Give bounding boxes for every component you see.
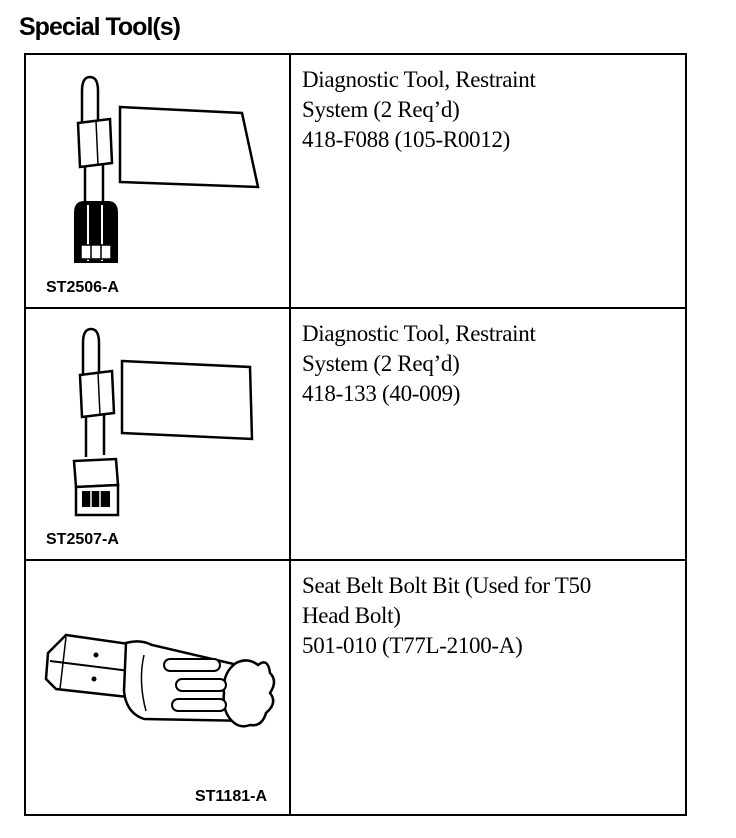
tool-description-line: System (2 Req’d) — [302, 351, 460, 376]
tool-illustration-cell: ST1181-A — [24, 559, 291, 816]
tool-part-number: 418-F088 (105-R0012) — [302, 127, 511, 152]
tool-description-cell: Diagnostic Tool, Restraint System (2 Req… — [289, 53, 687, 309]
tool-description-line: Diagnostic Tool, Restraint — [302, 321, 536, 346]
table-row: ST2507-A Diagnostic Tool, Restraint Syst… — [24, 307, 687, 561]
tool-description-line: Head Bolt) — [302, 603, 401, 628]
table-row: ST1181-A Seat Belt Bolt Bit (Used for T5… — [24, 559, 687, 816]
tool-description-cell: Diagnostic Tool, Restraint System (2 Req… — [289, 307, 687, 561]
tool-description-line: Diagnostic Tool, Restraint — [302, 67, 536, 92]
tool-description-line: Seat Belt Bolt Bit (Used for T50 — [302, 573, 591, 598]
tool-description-cell: Seat Belt Bolt Bit (Used for T50 Head Bo… — [289, 559, 687, 816]
restraint-diagnostic-tool-icon — [74, 75, 260, 263]
tool-part-number: 418-133 (40-009) — [302, 381, 461, 406]
tool-code: ST2507-A — [46, 531, 119, 548]
page-title: Special Tool(s) — [19, 13, 181, 41]
tool-code: ST1181-A — [194, 788, 267, 805]
restraint-diagnostic-tool-icon — [72, 327, 254, 517]
special-tools-table: ST2506-A Diagnostic Tool, Restraint Syst… — [24, 53, 687, 816]
tool-illustration-cell: ST2506-A — [24, 53, 291, 309]
table-row: ST2506-A Diagnostic Tool, Restraint Syst… — [24, 53, 687, 309]
tool-illustration-cell: ST2507-A — [24, 307, 291, 561]
torx-bit-icon — [44, 633, 276, 728]
tool-part-number: 501-010 (T77L-2100-A) — [302, 633, 523, 658]
tool-description-line: System (2 Req’d) — [302, 97, 460, 122]
tool-code: ST2506-A — [46, 279, 119, 296]
